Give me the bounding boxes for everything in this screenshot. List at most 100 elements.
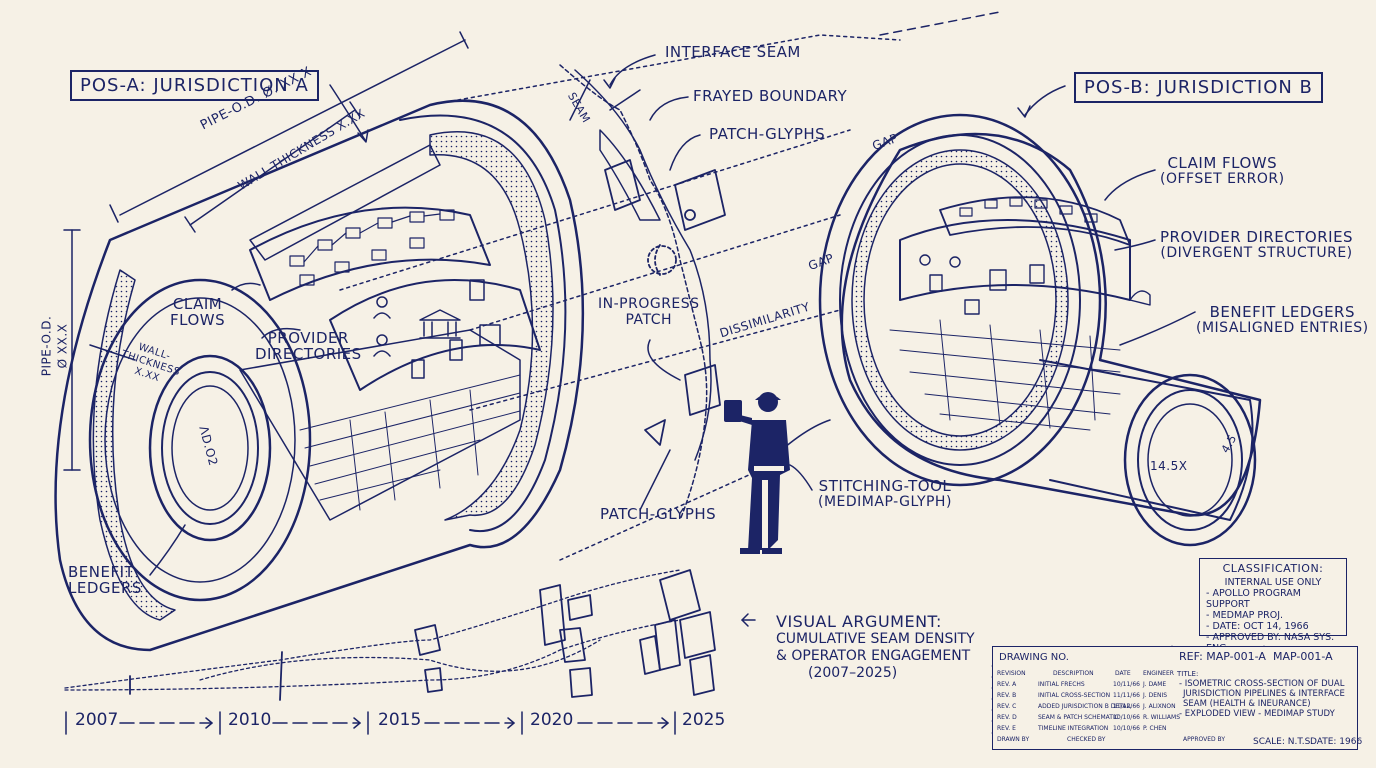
rev-row-date: 10/11/66 — [1113, 681, 1140, 688]
pipeline-b — [818, 113, 1262, 547]
rev-row-revision: REV. E — [997, 725, 1016, 732]
drawing-no-label: DRAWING NO. — [999, 652, 1069, 663]
drawing-date: DATE: 1966 — [1310, 737, 1363, 747]
provider-directories-b-label: PROVIDER DIRECTORIES (DIVERGENT STRUCTUR… — [1160, 229, 1353, 261]
rev-row-engineer: J. DENIS — [1143, 692, 1168, 699]
visual-argument-line2: & OPERATOR ENGAGEMENT — [776, 648, 971, 664]
timeline-axis — [65, 711, 676, 735]
interface-seam — [559, 64, 712, 521]
timeline-year-2007: 2007 — [75, 710, 119, 730]
title-label: TITLE: — [1177, 670, 1199, 678]
rev-row-date: 10/10/66 — [1113, 725, 1140, 732]
claim-flow-icons-a — [289, 209, 455, 286]
pipe-od-side-line2: Ø XX.X — [55, 323, 70, 369]
checked-by: CHECKED BY — [1067, 736, 1106, 743]
patch-glyphs-bottom-label: PATCH-GLYPHS — [600, 505, 717, 523]
benefit-ledgers-a-line1: BENEFIT — [68, 563, 135, 581]
in-progress-patch-line2: PATCH — [625, 312, 673, 328]
timeline-year-2015: 2015 — [378, 710, 422, 730]
pipe-od-side-label: PIPE-O.D. Ø XX.X — [38, 316, 70, 377]
provider-directories-a-line2: DIRECTORIES — [255, 345, 362, 363]
visual-argument: VISUAL ARGUMENT: CUMULATIVE SEAM DENSITY… — [776, 612, 975, 682]
classification-item: - APOLLO PROGRAM SUPPORT — [1206, 588, 1301, 610]
provider-directories-a-label: PROVIDER DIRECTORIES — [255, 330, 362, 362]
title-block: DRAWING NO. REF: MAP-001-A MAP-001-A REV… — [992, 646, 1362, 750]
inner-diameter-b-label: 14.5X — [1150, 459, 1188, 473]
provider-directories-b-line1: PROVIDER DIRECTORIES — [1160, 228, 1354, 246]
title-line: JURISDICTION PIPELINES & INTERFACE — [1183, 689, 1345, 699]
pipe-od-side-line1: PIPE-O.D. — [39, 315, 54, 377]
rev-row-revision: REV. B — [997, 692, 1017, 699]
patch-glyphs — [604, 159, 726, 446]
claim-flows-b-line1: CLAIM FLOWS — [1167, 154, 1278, 172]
rev-row-engineer: R. WILLIAMS — [1143, 714, 1181, 721]
rev-row-date: 11/11/66 — [1113, 692, 1140, 699]
col-description: DESCRIPTION — [1053, 670, 1094, 677]
visual-argument-heading: VISUAL ARGUMENT: — [776, 612, 942, 631]
timeline-patches — [129, 569, 716, 701]
map-id: MAP-001-A — [1273, 650, 1333, 663]
provider-directories-b-line2: (DIVERGENT STRUCTURE) — [1160, 245, 1353, 261]
title-line: SEAM (HEALTH & INEURANCE) — [1183, 699, 1311, 709]
claim-flows-a-label: CLAIM FLOWS — [170, 296, 225, 328]
timeline-year-2020: 2020 — [530, 710, 574, 730]
timeline-year-2025: 2025 — [682, 710, 726, 730]
classification-level: INTERNAL USE ONLY — [1224, 577, 1322, 588]
stitching-tool-line1: STITCHING-TOOL — [818, 477, 952, 495]
interface-seam-label: INTERFACE SEAM — [665, 43, 801, 61]
col-engineer: ENGINEER — [1143, 670, 1174, 677]
operator-figure — [724, 392, 790, 554]
provider-icons-a — [373, 279, 501, 379]
claim-flows-b-label: CLAIM FLOWS (OFFSET ERROR) — [1160, 155, 1285, 187]
dimension-lines-a — [63, 31, 469, 471]
claim-flows-a-line1: CLAIM — [172, 295, 223, 313]
benefit-ledgers-b-line1: BENEFIT LEDGERS — [1209, 303, 1356, 321]
benefit-ledgers-b-label: BENEFIT LEDGERS (MISALIGNED ENTRIES) — [1196, 304, 1369, 336]
rev-row-engineer: J. DAME — [1143, 681, 1167, 688]
visual-argument-line1: CUMULATIVE SEAM DENSITY — [776, 631, 975, 647]
rev-row-date: 11/12/66 — [1113, 703, 1140, 710]
pipeline-a — [54, 99, 585, 652]
rev-row-date: 10/10/66 — [1113, 714, 1140, 721]
drawn-by: DRAWN BY — [997, 736, 1030, 743]
callout-arrows — [149, 54, 1196, 627]
provider-icons-b — [919, 254, 1045, 315]
ref-number: REF: MAP-001-A — [1179, 650, 1266, 663]
claim-flows-b-line2: (OFFSET ERROR) — [1160, 171, 1285, 187]
benefit-ledgers-a-line2: LEDGERS — [68, 579, 142, 597]
in-progress-patch-line1: IN-PROGRESS — [598, 296, 700, 312]
rev-row-revision: REV. A — [997, 681, 1017, 688]
title-line: - ISOMETRIC CROSS-SECTION OF DUAL — [1179, 679, 1345, 689]
claim-flow-icons-b — [959, 197, 1098, 223]
classification-item: - MEDMAP PROJ. — [1206, 610, 1284, 621]
rev-row-description: TIMELINE INTEGRATION — [1038, 725, 1109, 732]
stitching-tool-line2: (MEDIMAP-GLYPH) — [818, 494, 952, 510]
classification-item: - DATE: OCT 14, 1966 — [1206, 621, 1309, 632]
rev-row-revision: REV. C — [997, 703, 1017, 710]
rev-row-description: INITIAL FRECHS — [1038, 681, 1085, 688]
rev-row-revision: REV. D — [997, 714, 1017, 721]
frayed-boundary-label: FRAYED BOUNDARY — [693, 87, 848, 105]
rev-row-description: INITIAL CROSS-SECTION — [1038, 692, 1111, 699]
rev-row-engineer: J. ALIXNON — [1143, 703, 1176, 710]
classification-box: CLASSIFICATION: INTERNAL USE ONLY - APOL… — [1199, 558, 1347, 654]
in-progress-patch-label: IN-PROGRESS PATCH — [598, 296, 700, 328]
col-revision: REVISION — [997, 670, 1026, 677]
classification-title: CLASSIFICATION: — [1222, 562, 1324, 575]
claim-flows-a-line2: FLOWS — [170, 311, 226, 329]
col-date: DATE — [1115, 670, 1131, 677]
provider-directories-a-line1: PROVIDER — [267, 329, 349, 347]
timeline-stitches — [64, 569, 681, 691]
pos-b-label: POS-B: JURISDICTION B — [1074, 72, 1323, 103]
timeline-year-2010: 2010 — [228, 710, 272, 730]
pos-a-label: POS-A: JURISDICTION A — [70, 70, 319, 101]
benefit-ledger-grid-a — [299, 374, 521, 511]
visual-argument-line3: (2007–2025) — [808, 665, 898, 681]
approved-by: APPROVED BY — [1183, 736, 1226, 743]
benefit-ledgers-a-label: BENEFIT LEDGERS — [68, 564, 142, 596]
scale: SCALE: N.T.S. — [1253, 737, 1314, 747]
benefit-ledger-grid-b — [889, 319, 1121, 431]
stitching-tool-label: STITCHING-TOOL (MEDIMAP-GLYPH) — [818, 478, 952, 510]
benefit-ledgers-b-line2: (MISALIGNED ENTRIES) — [1196, 320, 1369, 336]
rev-row-engineer: P. CHEN — [1143, 725, 1167, 732]
